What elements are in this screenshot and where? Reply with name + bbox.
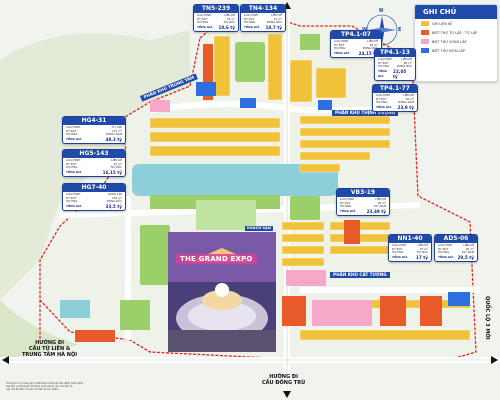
- plot-code: TP4.1-77: [373, 85, 417, 93]
- plot-code: TP4.1-07: [331, 31, 381, 39]
- plot-code: NN1-40: [389, 235, 431, 243]
- zone-label-cat-tuong: PHÂN KHU CÁT TƯỜNG: [330, 272, 390, 278]
- legend-item: BIỆT THỰ SONG LẬP: [415, 37, 497, 46]
- legend-swatch-icon: [421, 48, 429, 53]
- expo-arena: [168, 232, 276, 352]
- grand-expo-label: THE GRAND EXPO: [176, 254, 257, 264]
- plot-code: TN5-239: [194, 5, 238, 13]
- plot-code: TP4.1-13: [375, 49, 415, 57]
- east-direction-label: QUỐC LỘ 3 MỚI: [484, 296, 490, 340]
- legend-panel: GHI CHÚ GHI LIÊN KẾ BIỆT THỰ TỨ LẬP - TỨ…: [414, 4, 498, 82]
- legend-swatch-icon: [421, 39, 429, 44]
- central-lake: [132, 164, 338, 196]
- legend-swatch-icon: [421, 30, 429, 35]
- legend-swatch-icon: [421, 21, 429, 26]
- legend-title: GHI CHÚ: [415, 5, 497, 19]
- legend-item: BIỆT THỰ TỨ LẬP - TỨ LẬP: [415, 28, 497, 37]
- west-direction-label: HƯỚNG ĐI CẦU TỨ LIÊN & TRUNG TÂM HÀ NỘI: [22, 340, 78, 358]
- plot-code: HG5-143: [63, 150, 125, 158]
- compass-n-label: N: [379, 8, 384, 14]
- plot-code: TN4-134: [241, 5, 285, 13]
- footnote: Thông tin chỉ mang tính chất tham khảo t…: [6, 382, 84, 391]
- plot-code: AD5-06: [435, 235, 477, 243]
- plot-code: HG7-40: [63, 184, 125, 192]
- plot-code: HG4-31: [63, 117, 125, 125]
- hotel-label: KHÁCH SẠN: [245, 226, 273, 231]
- compass-e-label: E: [398, 27, 402, 33]
- south-direction-label: HƯỚNG ĐI CẦU ĐÔNG TRÙ: [262, 374, 306, 386]
- zone-label-thinh-vuong: PHÂN KHU THỊNH VƯỢNG: [332, 110, 399, 116]
- legend-item: BIỆT THỰ ĐƠN LẬP: [415, 46, 497, 55]
- legend-item: GHI LIÊN KẾ: [415, 19, 497, 28]
- plot-code: VB3-19: [337, 189, 389, 197]
